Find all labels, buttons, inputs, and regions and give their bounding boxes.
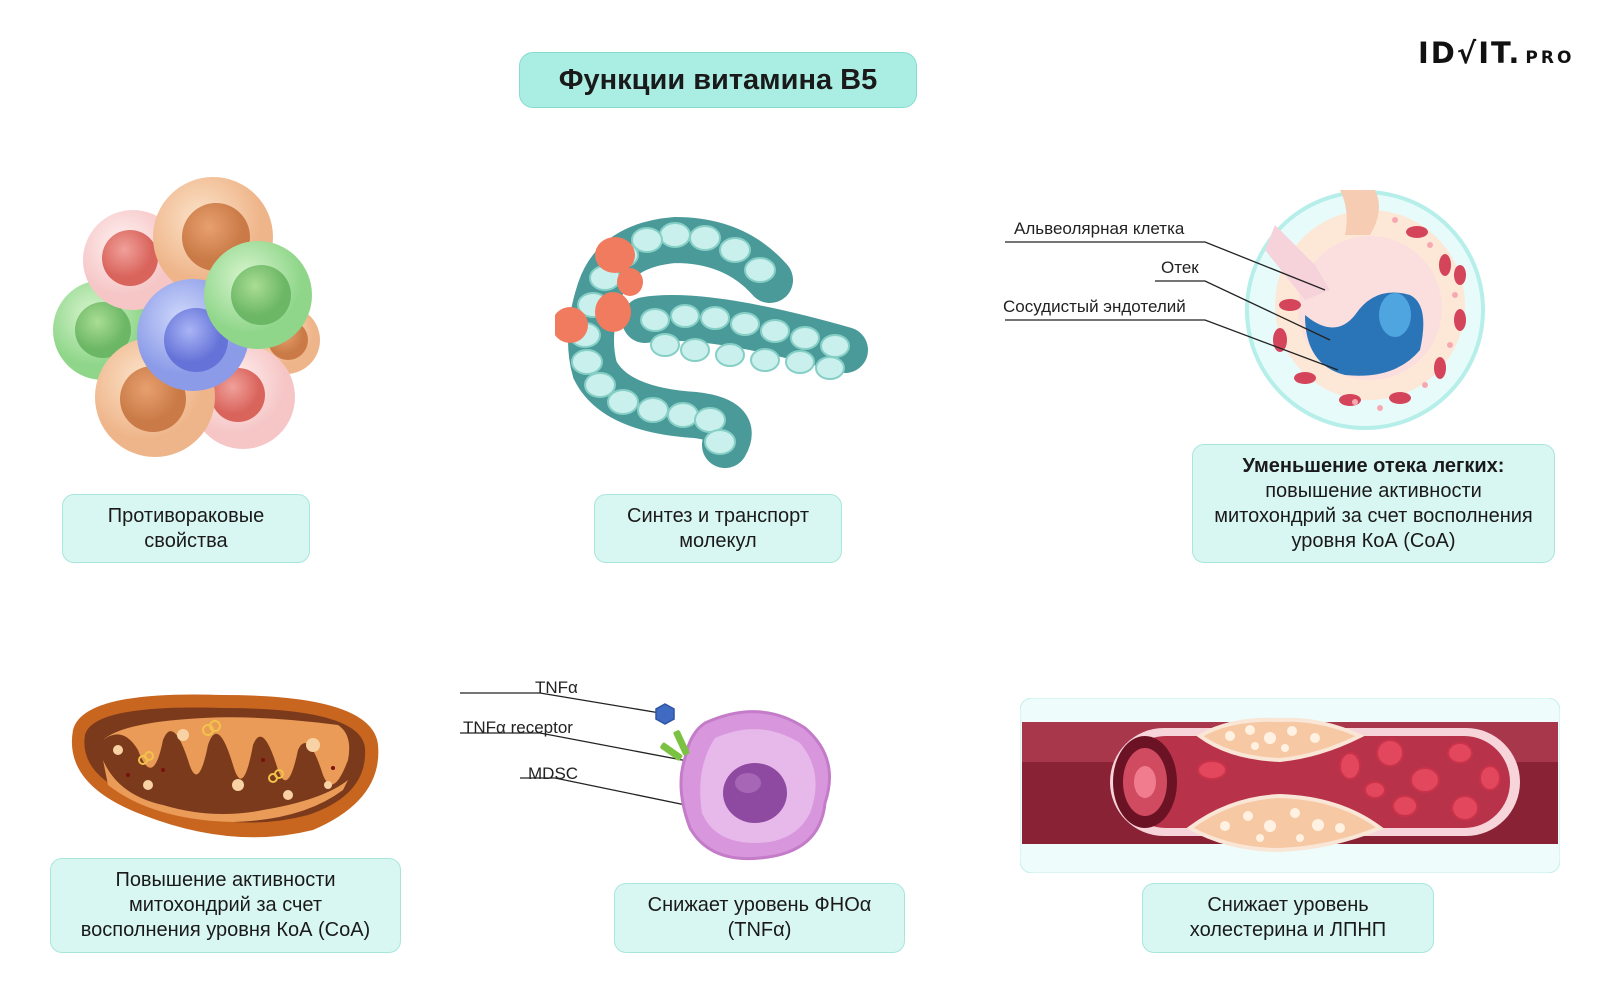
molecule-chain-illustration (555, 216, 868, 468)
card-lung-edema: Уменьшение отека легких: повышение актив… (1192, 444, 1555, 563)
alveolus-illustration (1245, 190, 1485, 430)
card-anticancer: Противораковые свойства (62, 494, 310, 563)
logo-suffix: PRO (1525, 48, 1575, 68)
label-tnfa: TNFα (535, 678, 578, 697)
card-lung-edema-title: Уменьшение отека легких: (1242, 454, 1505, 477)
card-cholesterol-text: Снижает уровень холестерина и ЛПНП (1189, 894, 1387, 941)
label-mdsc: MDSC (528, 764, 579, 783)
alveolus-leader-lines (1005, 241, 1339, 371)
card-lung-edema-text: повышение активности митохондрий за счет… (1214, 479, 1533, 552)
label-edema: Отек (1161, 258, 1199, 277)
mdsc-illustration (460, 692, 831, 861)
card-tnf-text: Снижает уровень ФНОα (TNFα) (647, 894, 872, 941)
card-tnf: Снижает уровень ФНОα (TNFα) (614, 883, 905, 953)
logo-main: ID√IT. (1418, 36, 1522, 70)
card-synthesis: Синтез и транспорт молекул (594, 494, 842, 563)
page-title: Функции витамина B5 (519, 52, 917, 108)
cancer-cells-illustration (53, 177, 320, 457)
card-synthesis-text: Синтез и транспорт молекул (627, 504, 809, 552)
label-alveolar-cell: Альвеолярная клетка (1014, 219, 1185, 238)
idvit-logo: ID√IT.PRO (1418, 36, 1574, 70)
label-vascular-endothelium: Сосудистый эндотелий (1003, 297, 1186, 316)
blood-vessel-illustration (1020, 698, 1560, 873)
card-cholesterol: Снижает уровень холестерина и ЛПНП (1142, 883, 1434, 953)
card-mitochondria-text: Повышение активности митохондрий за счет… (80, 869, 371, 941)
card-anticancer-text: Противораковые свойства (107, 504, 265, 552)
label-tnfa-receptor: TNFα receptor (463, 718, 573, 737)
card-mitochondria: Повышение активности митохондрий за счет… (50, 858, 401, 953)
mitochondrion-illustration (71, 694, 379, 838)
